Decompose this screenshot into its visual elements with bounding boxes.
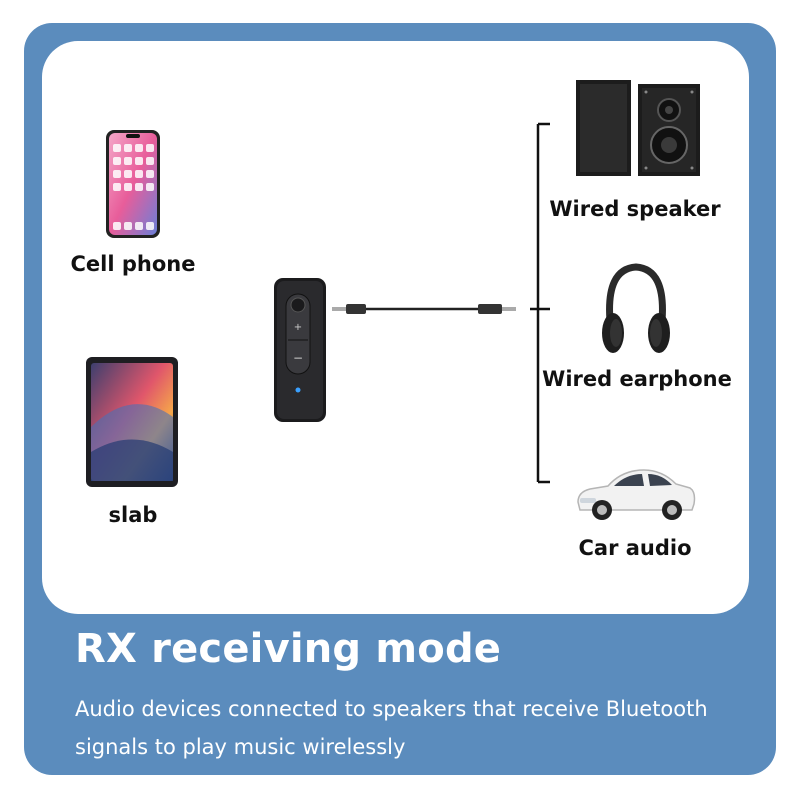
headphones-icon xyxy=(602,263,670,353)
svg-text:−: − xyxy=(293,351,303,365)
mode-description: Audio devices connected to speakers that… xyxy=(75,690,765,766)
tablet-icon xyxy=(86,357,178,487)
wired-earphone-label: Wired earphone xyxy=(542,367,732,391)
speakers-icon xyxy=(576,80,700,176)
cell-phone-label: Cell phone xyxy=(70,252,196,276)
svg-text:+: + xyxy=(294,322,302,333)
mode-description-line-2: signals to play music wirelessly xyxy=(75,735,406,759)
smartphone-icon xyxy=(106,130,160,238)
connection-bracket xyxy=(530,122,550,484)
mode-title: RX receiving mode xyxy=(75,626,502,672)
car-audio-label: Car audio xyxy=(578,536,692,560)
mode-description-line-1: Audio devices connected to speakers that… xyxy=(75,697,708,721)
bluetooth-receiver-icon: + − xyxy=(274,278,326,422)
car-icon xyxy=(577,469,696,520)
tablet-label: slab xyxy=(108,503,158,527)
wired-speaker-label: Wired speaker xyxy=(549,197,721,221)
aux-cable-icon xyxy=(332,304,516,314)
